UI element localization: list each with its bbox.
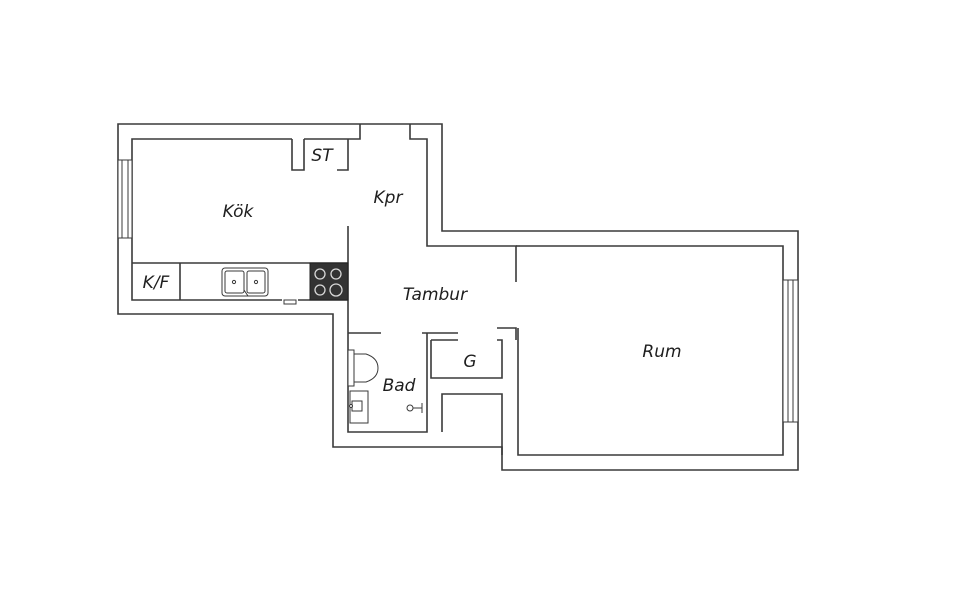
toilet-icon <box>347 349 379 387</box>
room-label-kok: Kök <box>223 202 255 222</box>
rum-window <box>782 279 799 423</box>
room-label-kpr: Kpr <box>374 188 404 208</box>
outer-wall <box>117 123 799 471</box>
room-label-g: G <box>463 352 476 372</box>
lower-wall <box>441 393 503 455</box>
kitchen-top-wall-right <box>304 124 361 140</box>
g-closet-right <box>497 327 517 340</box>
st-closet-wall <box>291 139 305 171</box>
room-label-rum: Rum <box>642 342 681 362</box>
g-closet-wall <box>430 339 503 379</box>
room-label-kf: K/F <box>143 273 170 293</box>
room-label-bad: Bad <box>383 376 416 396</box>
kitchen-window <box>117 159 133 239</box>
room-label-tambur: Tambur <box>403 285 468 305</box>
rum-inner-wall <box>517 245 784 456</box>
kpr-right-wall <box>409 124 517 282</box>
stove-icon <box>309 262 349 301</box>
room-label-st: ST <box>311 146 334 166</box>
counter-notch <box>283 299 297 305</box>
sink-icon <box>221 267 269 297</box>
st-closet-right <box>337 139 349 171</box>
shower-icon <box>406 403 423 413</box>
washbasin-icon <box>349 390 369 424</box>
